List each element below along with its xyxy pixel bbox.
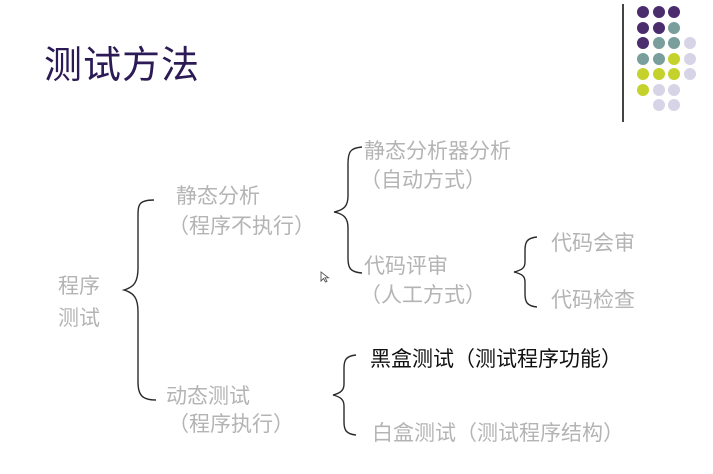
decorative-dot: [652, 68, 665, 80]
code-review-brace: [513, 236, 538, 308]
slide-title: 测试方法: [44, 43, 201, 87]
root-label-line1: 程序: [58, 274, 100, 298]
white-box-testing-label: 白盒测试（测试程序结构）: [372, 421, 624, 445]
static-analysis-sublabel: （程序不执行）: [168, 214, 315, 238]
decorative-dot: [652, 83, 665, 96]
decorative-dot: [668, 37, 680, 49]
code-inspection-label: 代码检查: [551, 288, 635, 312]
decorative-dot: [668, 52, 680, 65]
decorative-dot: [683, 68, 696, 80]
dynamic-testing-label: 动态测试: [166, 384, 250, 408]
decorative-dot: [637, 37, 649, 49]
decorative-dot: [637, 68, 649, 80]
root-label-line2: 测试: [58, 306, 100, 330]
code-walkthrough-label: 代码会审: [551, 231, 635, 255]
mouse-pointer-icon: [320, 271, 330, 283]
decorative-dot: [637, 21, 649, 34]
decorative-dot: [668, 6, 680, 18]
decorative-dot: [668, 21, 680, 34]
decorative-dot: [683, 37, 696, 49]
decorative-dot: [652, 99, 665, 111]
decorative-dot: [668, 83, 680, 96]
code-review-sublabel: （人工方式）: [360, 283, 486, 307]
decorative-dot: [668, 99, 680, 111]
decorative-dot: [637, 52, 649, 65]
decorative-dot: [652, 52, 665, 65]
decorative-dot: [683, 52, 696, 65]
decorative-dot: [668, 68, 680, 80]
decorative-dot: [652, 21, 665, 34]
dynamic-testing-brace: [332, 354, 357, 436]
decorative-dot: [652, 6, 665, 18]
static-analysis-label: 静态分析: [176, 184, 260, 208]
decorative-divider: [622, 4, 624, 122]
decorative-dot: [637, 83, 649, 96]
black-box-testing-label: 黑盒测试（测试程序功能）: [370, 347, 622, 371]
decorative-dot: [637, 6, 649, 18]
root-brace: [121, 199, 157, 401]
static-analyzer-sublabel: （自动方式）: [360, 168, 486, 192]
dynamic-testing-sublabel: （程序执行）: [168, 412, 294, 436]
code-review-label: 代码评审: [364, 254, 448, 278]
decorative-dot: [652, 37, 665, 49]
static-analyzer-label: 静态分析器分析: [364, 139, 511, 163]
static-analysis-brace: [333, 146, 363, 274]
